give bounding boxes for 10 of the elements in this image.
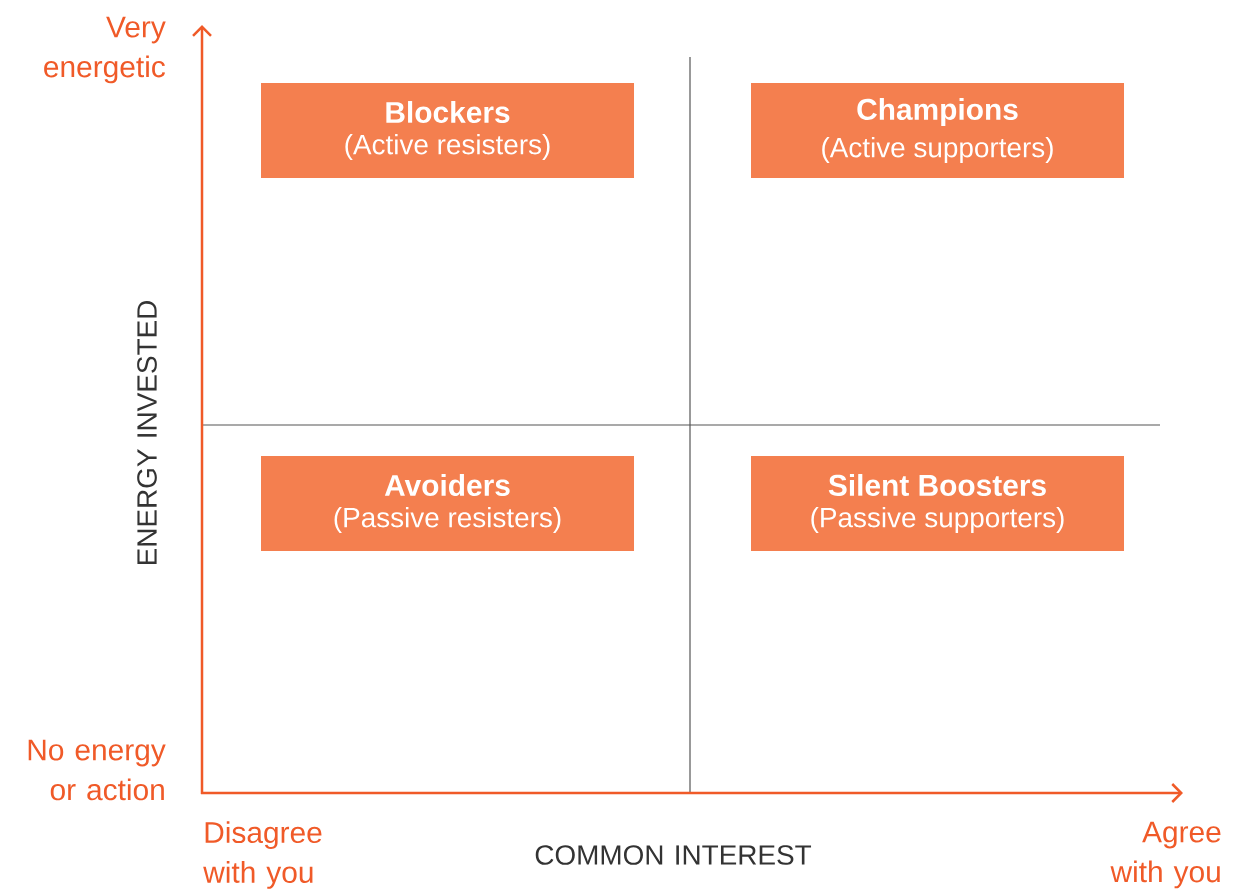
axis-end-label: Agree with you [1110, 821, 1221, 889]
category-box: Champions (Active supporters) [751, 83, 1124, 178]
axis-title: COMMON INTEREST [535, 845, 812, 865]
category-box: Blockers (Active resisters) [261, 83, 634, 178]
axis-end-label: No energy or action [28, 739, 166, 801]
axis-title: ENERGY INVESTED [137, 301, 157, 564]
axis-end-label: Very energetic [44, 16, 166, 84]
category-box: Silent Boosters (Passive supporters) [751, 456, 1124, 551]
axis-end-label: Disagree with you [203, 821, 322, 889]
category-box: Avoiders (Passive resisters) [261, 456, 634, 551]
